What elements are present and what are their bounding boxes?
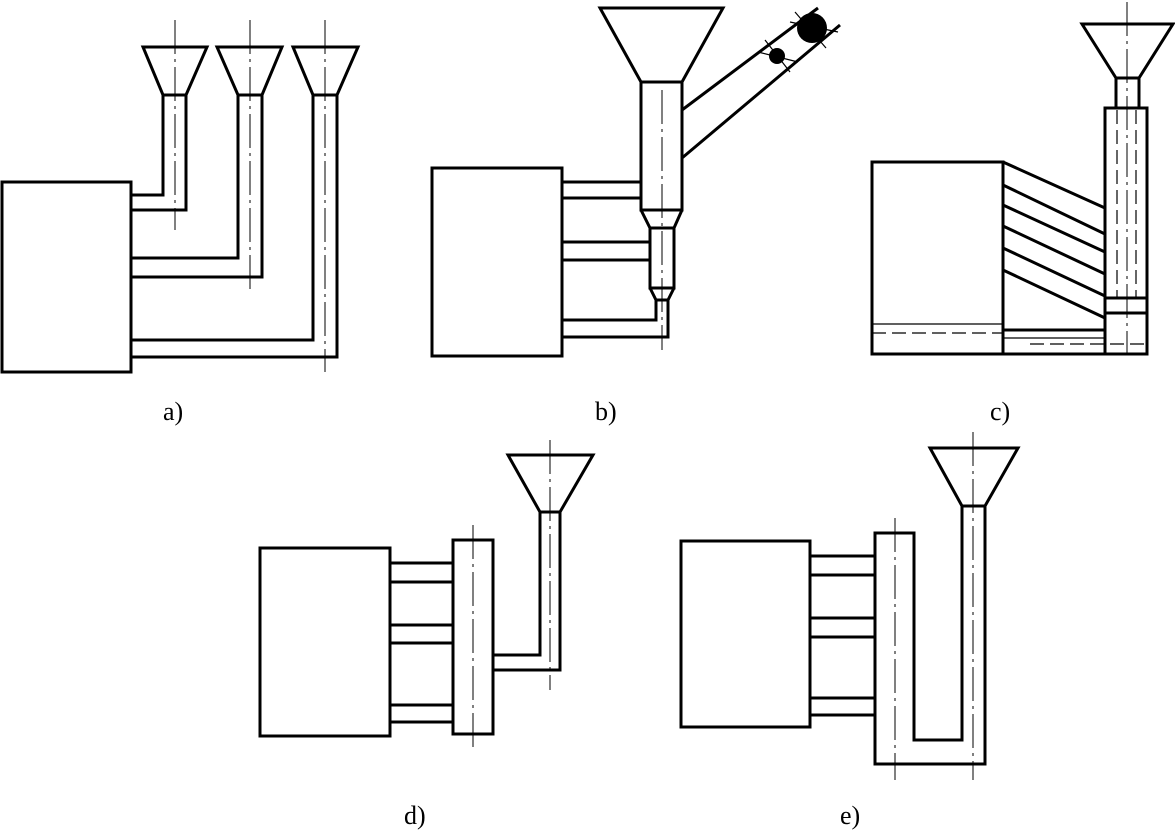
connecting-pipe xyxy=(810,554,875,577)
vertical-column xyxy=(1103,106,1149,356)
machine-body xyxy=(430,166,564,358)
inclined-chute xyxy=(681,6,841,160)
machine-body xyxy=(679,539,812,729)
connecting-pipe xyxy=(390,703,453,724)
label-a: a) xyxy=(163,397,183,426)
feed-pipe xyxy=(131,95,339,359)
label-e: e) xyxy=(840,801,860,830)
feed-pipe xyxy=(493,512,562,672)
feed-pipe xyxy=(131,95,264,279)
feed-pipe xyxy=(131,95,188,212)
ball-centerline xyxy=(757,51,799,63)
hopper-funnel xyxy=(597,6,726,84)
machine-body xyxy=(0,180,133,374)
ball-centerline xyxy=(794,11,827,49)
machine-body xyxy=(870,160,1005,356)
diagram-a xyxy=(0,20,361,374)
connecting-pipe xyxy=(562,300,670,339)
connecting-pipe xyxy=(562,240,650,262)
connecting-pipe xyxy=(810,616,875,639)
label-d: d) xyxy=(404,801,426,830)
inclined-pipe xyxy=(1002,203,1106,276)
diagram-c xyxy=(870,2,1175,356)
ball-centerline xyxy=(789,21,839,33)
inclined-pipe xyxy=(1002,246,1107,332)
connecting-pipe xyxy=(562,180,641,200)
machine-body xyxy=(258,546,392,738)
label-c: c) xyxy=(990,397,1010,426)
hopper-funnel xyxy=(927,446,1021,508)
connecting-pipe xyxy=(390,561,453,584)
feed-ball-large xyxy=(797,13,827,43)
diagram-b xyxy=(430,6,841,358)
diagram-e xyxy=(679,432,1021,780)
connecting-pipe xyxy=(810,696,875,717)
inclined-pipe xyxy=(1002,160,1106,236)
label-b: b) xyxy=(595,397,617,426)
connecting-pipe xyxy=(390,623,453,645)
diagram-d xyxy=(258,440,596,752)
u-shaped-tube xyxy=(873,504,987,766)
ball-centerline xyxy=(764,39,791,73)
